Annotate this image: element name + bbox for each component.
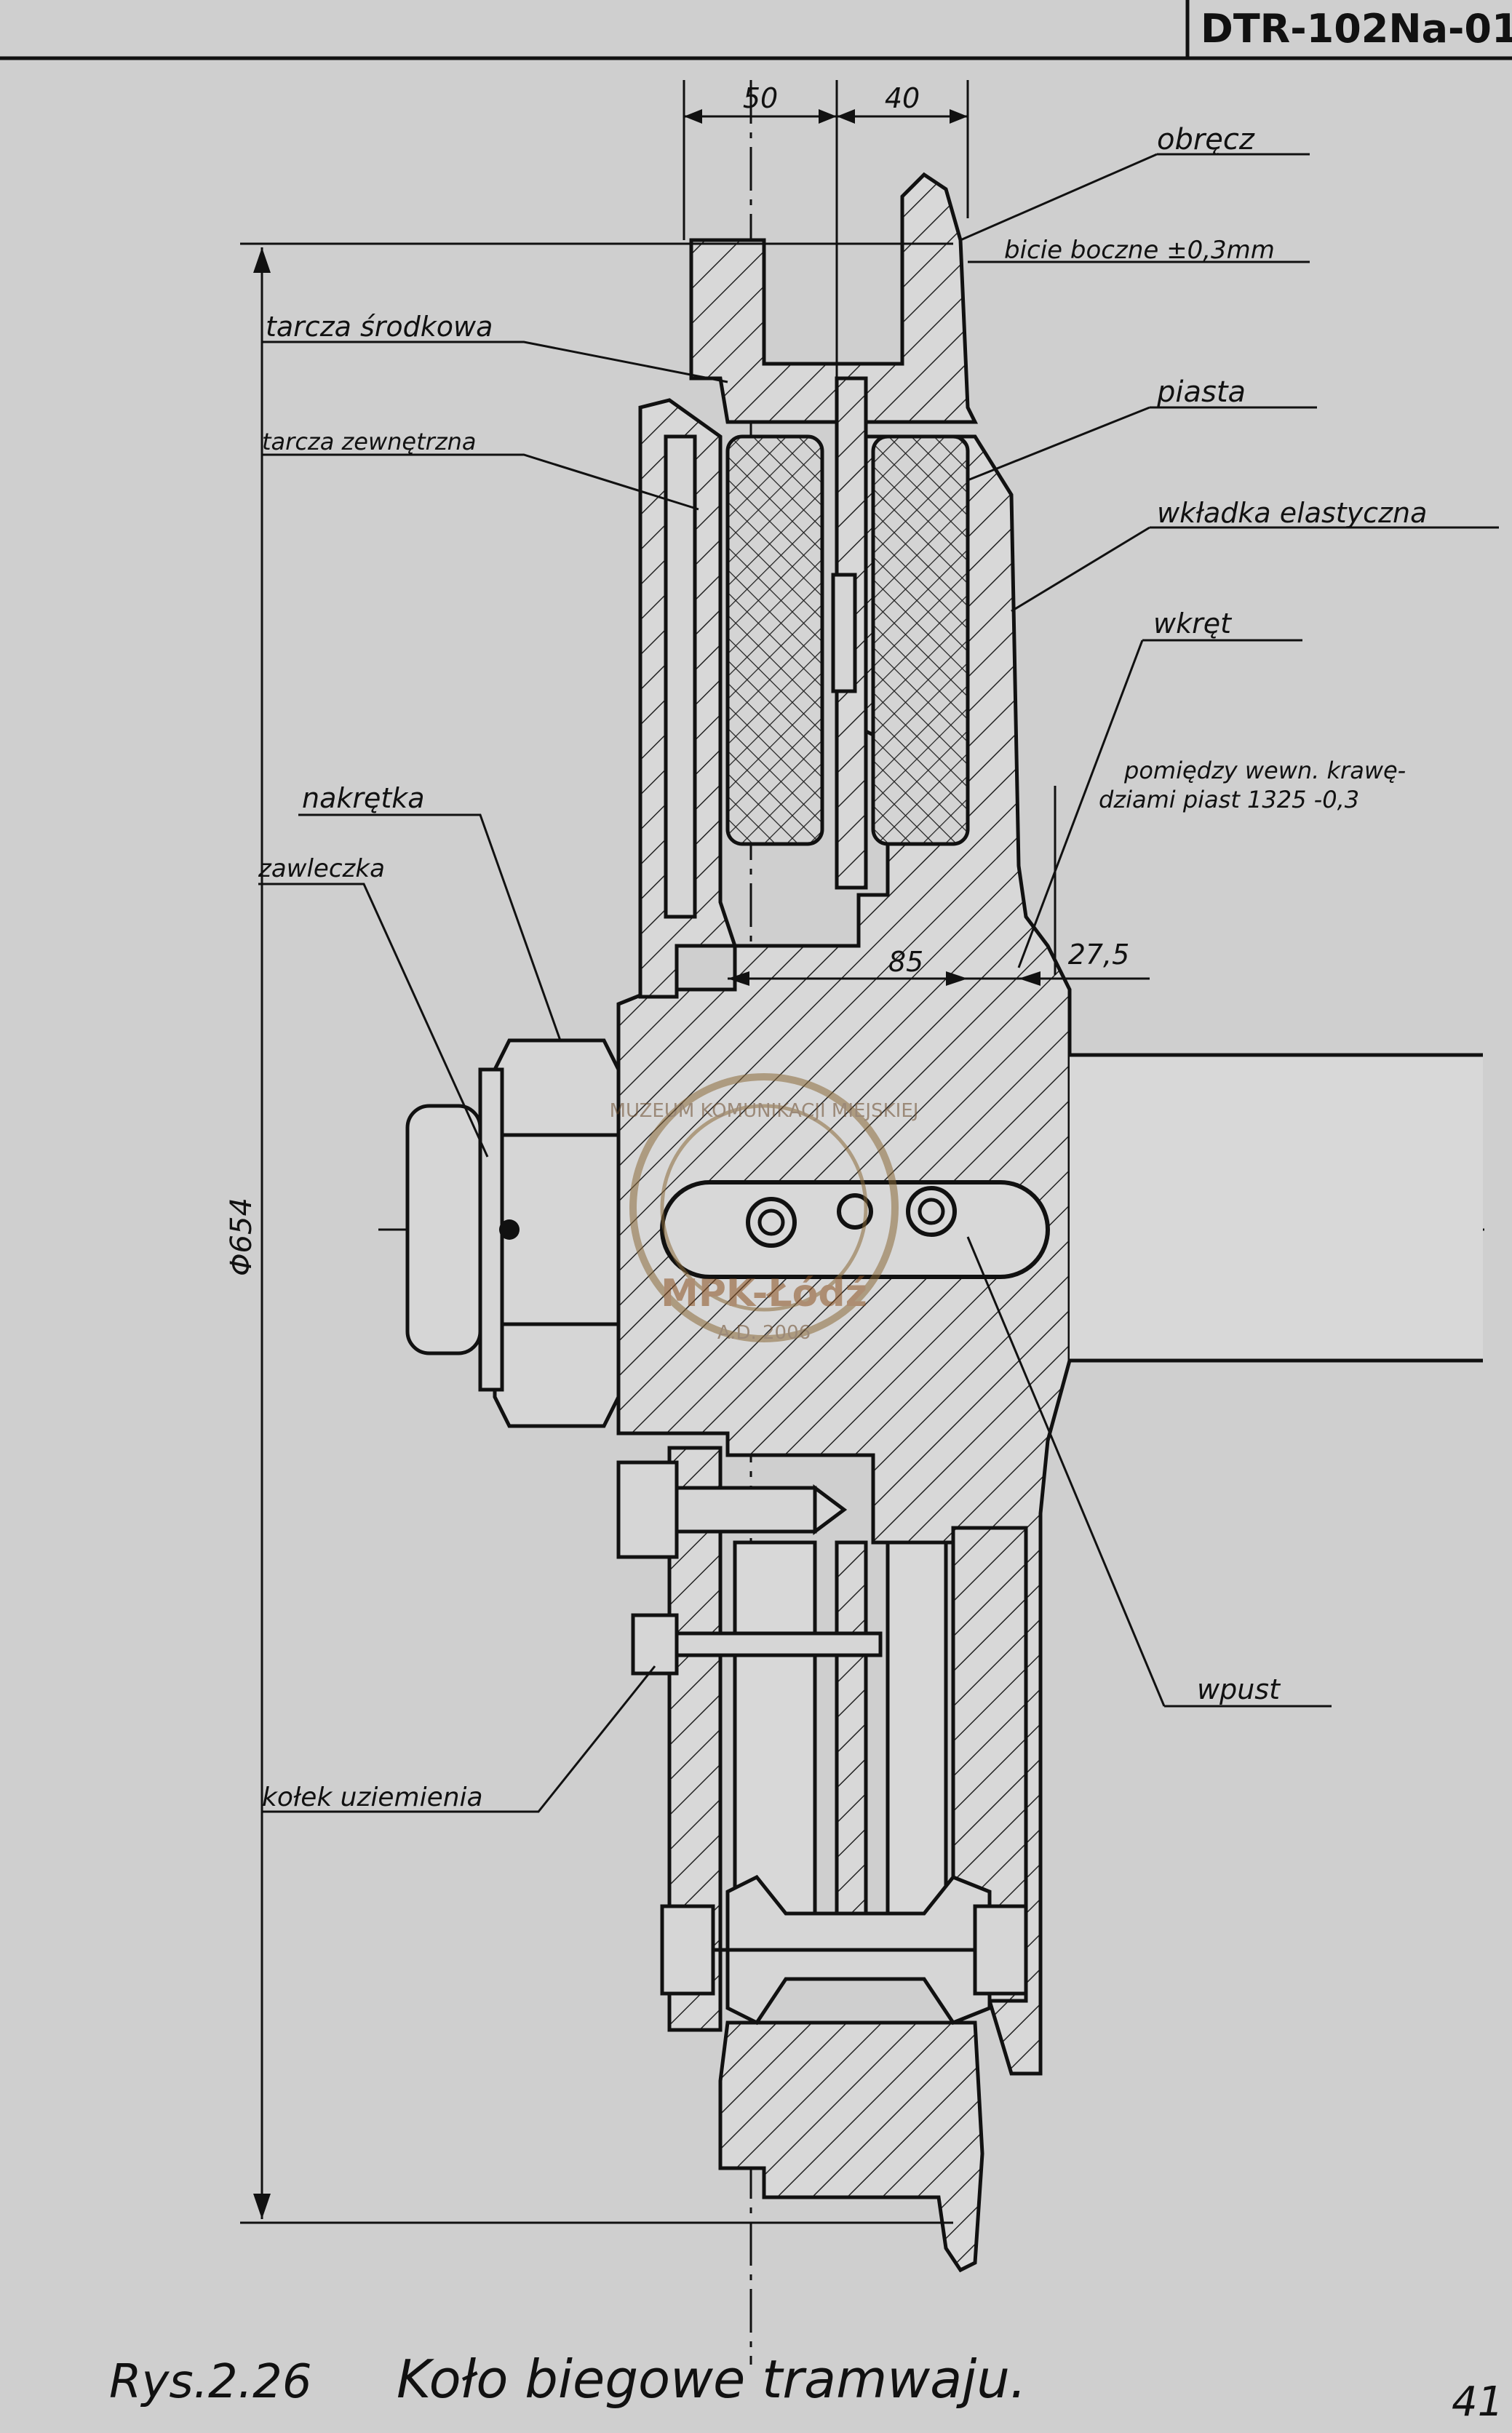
label-tarcza-srodkowa: tarcza środkowa [266, 311, 493, 343]
dim-40: 40 [885, 82, 920, 114]
leader-lines [258, 153, 1499, 1813]
elastic-insert-top-right [871, 434, 970, 846]
dim-27-5: 27,5 [1068, 939, 1130, 971]
label-wkret: wkręt [1153, 608, 1233, 640]
upper-bolt [616, 1460, 848, 1559]
label-pomiedzy-line2: dziami piast 1325 -0,3 [1099, 786, 1359, 813]
label-kolek-uziemienia: kołek uziemienia [262, 1783, 483, 1812]
label-nakretka: nakrętka [302, 782, 425, 814]
figure-title: Koło biegowe tramwaju. [397, 2349, 1027, 2410]
label-obrecz: obręcz [1157, 123, 1255, 156]
outer-disc-top-slot [664, 434, 697, 919]
stamp-name: MPK-Łódź [661, 1272, 867, 1315]
tyre-bottom [718, 2020, 984, 2273]
label-piasta: piasta [1156, 375, 1246, 409]
figure-number: Rys.2.26 [109, 2355, 312, 2409]
axle-nut-assembly [405, 1038, 621, 1428]
insert-hole-1 [831, 573, 857, 693]
caption: Rys.2.26 Koło biegowe tramwaju. 41 [109, 2349, 1503, 2426]
grounding-pin [631, 1613, 883, 1676]
tyre-top [689, 172, 979, 424]
elastic-insert-top-left [725, 434, 824, 846]
part-labels: obręcz bicie boczne ±0,3mm tarcza środko… [258, 123, 1427, 1812]
dimension-lines: 50 40 Φ654 85 27,5 [225, 80, 1150, 2224]
dim-diameter: Φ654 [225, 1198, 258, 1276]
page-number: 41 [1452, 2378, 1503, 2426]
title-block: DTR-102Na-01 [0, 0, 1512, 60]
label-bicie-boczne: bicie boczne ±0,3mm [1004, 236, 1275, 265]
document-code: DTR-102Na-01 [1201, 6, 1512, 52]
stamp-year: A.D. 2006 [717, 1322, 811, 1344]
bottom-bolt-nut-right [973, 1904, 1028, 1996]
stamp-ring-text: MUZEUM KOMUNIKACJI MIEJSKIEJ [610, 1100, 919, 1122]
keyway-slot [660, 1180, 1050, 1279]
disc-bottom-right [886, 1540, 948, 1952]
shaft [1070, 1055, 1483, 1361]
label-zawleczka: zawleczka [258, 854, 385, 883]
label-wkladka-elastyczna: wkładka elastyczna [1157, 497, 1427, 529]
label-tarcza-zewnetrzna: tarcza zewnętrzna [262, 428, 477, 455]
label-pomiedzy-line1: pomiędzy wewn. krawę- [1123, 757, 1406, 784]
dim-85: 85 [888, 946, 923, 978]
dim-50: 50 [743, 82, 778, 114]
label-wpust: wpust [1197, 1673, 1281, 1705]
bottom-bolt-nut-left [660, 1904, 715, 1996]
middle-disc-bottom [835, 1540, 868, 1952]
museum-stamp: MUZEUM KOMUNIKACJI MIEJSKIEJ MPK-Łódź A.… [610, 1073, 919, 1344]
